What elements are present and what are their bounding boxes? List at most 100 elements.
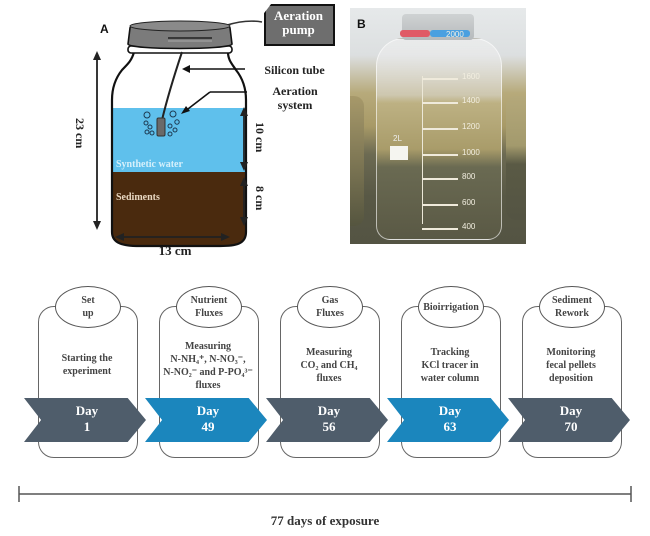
photo-panel: 2000 1600 1400 1200 1000 800 600 400 2L bbox=[350, 8, 526, 244]
beaker-volume-label: 2L bbox=[393, 134, 402, 143]
scale-tick bbox=[422, 78, 458, 80]
scale-label: 600 bbox=[462, 198, 476, 207]
pump-label-line-1: Aeration bbox=[273, 8, 324, 23]
main-jar bbox=[376, 38, 502, 240]
stage-description-line: Measuring bbox=[184, 341, 232, 352]
stage-description-line: Starting the bbox=[61, 353, 113, 364]
scale-label: 1600 bbox=[462, 72, 480, 81]
pump-label-line-2: pump bbox=[282, 22, 315, 37]
width-label: 13 cm bbox=[158, 243, 192, 258]
stage-description-line: CO₂ and CH₄ bbox=[300, 360, 358, 371]
side-jar-right bbox=[506, 96, 526, 220]
sediment-layer bbox=[112, 172, 246, 246]
stage-title-line-1: Sediment bbox=[552, 295, 592, 306]
stage-title-bubble: Bioirrigation bbox=[418, 286, 484, 328]
jar-diagram bbox=[93, 20, 263, 248]
stage-title-line-1: Gas bbox=[321, 295, 339, 306]
day-number: 70 bbox=[564, 419, 578, 434]
stage-description-line: water column bbox=[420, 373, 480, 384]
stage-title-line-1: Nutrient bbox=[190, 295, 228, 306]
scale-tick bbox=[422, 228, 458, 230]
day-number: 56 bbox=[322, 419, 336, 434]
synthetic-water-layer bbox=[112, 108, 246, 172]
beaker-label-patch bbox=[390, 146, 408, 160]
stage-description-line: Measuring bbox=[305, 347, 353, 358]
synthetic-water-label: Synthetic water bbox=[116, 159, 183, 170]
stage-description-line: fluxes bbox=[195, 380, 221, 391]
sediments-label: Sediments bbox=[116, 192, 160, 203]
panel-b-label: B bbox=[357, 17, 366, 31]
day-word: Day bbox=[196, 403, 220, 418]
stage-description-line: fluxes bbox=[316, 373, 342, 384]
scale-axis bbox=[422, 76, 423, 224]
scale-label: 1000 bbox=[462, 148, 480, 157]
stage-description: Monitoring fecal pellets deposition bbox=[518, 346, 624, 385]
day-chevron bbox=[508, 398, 630, 442]
stage-title-line-2: Fluxes bbox=[316, 308, 344, 319]
scale-tick bbox=[422, 128, 458, 130]
aeration-pump-label: Aeration pump bbox=[266, 9, 331, 37]
aeration-system-line-1: Aeration bbox=[272, 84, 318, 98]
silicon-tube bbox=[161, 51, 183, 121]
stage-title-line-1: Set bbox=[81, 295, 95, 306]
exposure-label: 77 days of exposure bbox=[270, 513, 380, 528]
scale-label: 400 bbox=[462, 222, 476, 231]
day-word: Day bbox=[438, 403, 462, 418]
bubbles bbox=[143, 110, 180, 137]
stage-description: Starting the experiment bbox=[34, 352, 140, 378]
panel-a-label: A bbox=[100, 22, 109, 36]
day-word: Day bbox=[75, 403, 99, 418]
jar-outline bbox=[110, 50, 248, 248]
day-number: 49 bbox=[201, 419, 215, 434]
stage-description-line: fecal pellets bbox=[546, 360, 596, 371]
stage-description-line: N-NH₄⁺, N-NO₃⁻, bbox=[170, 354, 246, 365]
scale-tick bbox=[422, 102, 458, 104]
day-word: Day bbox=[317, 403, 341, 418]
blue-tape bbox=[430, 30, 470, 37]
red-tape bbox=[400, 30, 430, 37]
scale-label: 1400 bbox=[462, 96, 480, 105]
aeration-system-leader bbox=[183, 91, 211, 113]
stage-title-line-2: up bbox=[82, 308, 94, 319]
stage-title-line-1: Bioirrigation bbox=[423, 301, 479, 313]
exposure-bracket bbox=[18, 486, 632, 502]
scale-label: 2000 bbox=[446, 30, 464, 39]
scale-tick bbox=[422, 154, 458, 156]
day-chevron bbox=[387, 398, 509, 442]
stage-description-line: KCl tracer in bbox=[421, 360, 479, 371]
stage-description-line: N-NO₂⁻ and P-PO₄³⁻ bbox=[163, 367, 253, 378]
stage-title-line-2: Fluxes bbox=[195, 308, 223, 319]
day-word: Day bbox=[559, 403, 583, 418]
scale-label: 800 bbox=[462, 172, 476, 181]
stage-description-line: Tracking bbox=[430, 347, 470, 358]
stage-description-line: deposition bbox=[549, 373, 593, 384]
day-chevron bbox=[266, 398, 388, 442]
height-water-label: 10 cm bbox=[253, 122, 267, 153]
stage-title-bubble: Set up bbox=[55, 286, 121, 328]
side-jar-left bbox=[350, 96, 364, 226]
stage-description-line: Monitoring bbox=[546, 347, 596, 358]
height-total-label: 23 cm bbox=[73, 118, 87, 149]
scale-tick bbox=[422, 204, 458, 206]
aeration-system-label: Aeration system bbox=[255, 84, 335, 112]
day-chevron bbox=[145, 398, 267, 442]
day-chevron bbox=[24, 398, 146, 442]
scale-label: 1200 bbox=[462, 122, 480, 131]
aeration-stone bbox=[156, 117, 166, 137]
aeration-pump-box bbox=[264, 4, 335, 46]
height-sediment-label: 8 cm bbox=[253, 186, 267, 211]
stage-description-line: experiment bbox=[62, 366, 112, 377]
scale-tick bbox=[422, 178, 458, 180]
day-number: 1 bbox=[83, 419, 91, 434]
